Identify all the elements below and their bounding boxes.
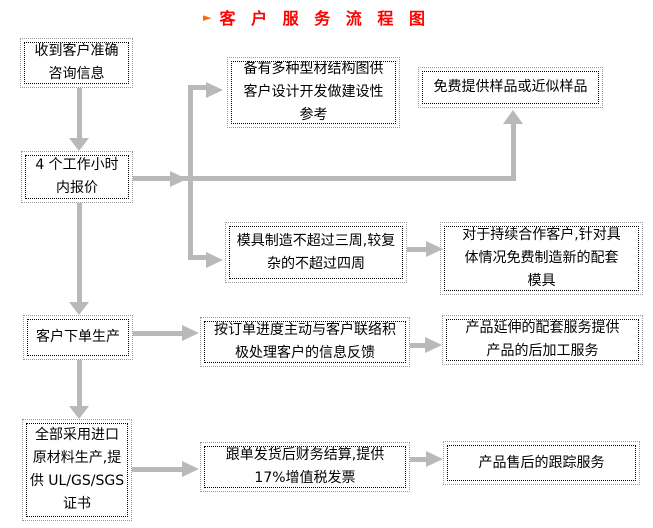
connector-materials-to-invoice-line <box>132 467 183 472</box>
flow-box-vat-invoice-label: 跟单发货后财务结算,提供 17%增值税发票 <box>204 446 406 488</box>
flow-box-free-samples: 免费提供样品或近似样品 <box>418 67 603 108</box>
arrow-right-to-vat-invoice <box>182 461 199 477</box>
flow-box-mold-lead-time-label: 模具制造不超过三周,较复 杂的不超过四周 <box>229 226 403 279</box>
connector-quote-to-order-line <box>77 203 82 302</box>
connector-branch-to-drawings-line <box>188 85 206 90</box>
connector-invoice-to-tracking-line <box>410 457 427 462</box>
arrow-right-to-order-feedback <box>182 325 199 341</box>
flow-box-profile-drawings: 备有多种型材结构图供 客户设计开发做建设性 参考 <box>227 57 400 128</box>
arrow-right-quote-junction <box>170 171 187 187</box>
connector-feedback-to-postprocessing-line <box>410 343 426 348</box>
connector-quote-main-line <box>133 176 516 181</box>
flow-box-receive-inquiry: 收到客户准确 咨询信息 <box>20 38 133 88</box>
flow-box-quote-4-hours-label: 4 个工作小时 内报价 <box>25 155 129 199</box>
connector-mold-to-newmolds-line <box>407 247 427 252</box>
arrow-right-to-profile-drawings <box>206 82 223 98</box>
flow-box-order-feedback-label: 按订单进度主动与客户联络积 极处理客户的信息反馈 <box>204 321 406 363</box>
flow-box-after-sales-tracking: 产品售后的跟踪服务 <box>443 441 640 485</box>
flow-box-free-new-molds: 对于持续合作客户,针对具 体情况免费制造新的配套 模具 <box>440 222 643 295</box>
flow-box-post-processing-label: 产品延伸的配套服务提供 产品的后加工服务 <box>446 319 639 361</box>
flow-box-profile-drawings-label: 备有多种型材结构图供 客户设计开发做建设性 参考 <box>231 61 396 124</box>
title-text: 客 户 服 务 流 程 图 <box>219 9 430 28</box>
arrow-right-to-after-sales-tracking <box>426 451 443 467</box>
connector-branch-vertical-line <box>188 85 193 260</box>
arrow-down-order-to-materials <box>69 406 89 419</box>
flow-box-order-feedback: 按订单进度主动与客户联络积 极处理客户的信息反馈 <box>200 317 410 367</box>
flow-box-customer-order: 客户下单生产 <box>23 315 133 360</box>
arrow-right-to-post-processing <box>425 337 442 353</box>
connector-branch-to-mold-line <box>188 255 206 260</box>
connector-up-to-samples-line <box>511 124 516 181</box>
flow-box-mold-lead-time: 模具制造不超过三周,较复 杂的不超过四周 <box>225 222 407 283</box>
flow-box-receive-inquiry-label: 收到客户准确 咨询信息 <box>24 42 129 84</box>
title-bullet-icon: ► <box>203 10 212 24</box>
flow-box-quote-4-hours: 4 个工作小时 内报价 <box>21 151 133 203</box>
flow-box-free-new-molds-label: 对于持续合作客户,针对具 体情况免费制造新的配套 模具 <box>444 226 639 291</box>
arrow-right-to-free-new-molds <box>426 241 443 257</box>
arrow-down-quote-to-order <box>69 302 89 315</box>
arrow-down-inquiry-to-quote <box>69 138 89 151</box>
arrow-right-to-mold-lead-time <box>206 252 223 268</box>
flow-box-vat-invoice: 跟单发货后财务结算,提供 17%增值税发票 <box>200 442 410 492</box>
flow-box-imported-materials-label: 全部采用进口 原材料生产,提 供 UL/GS/SGS 证书 <box>26 423 128 517</box>
flow-box-after-sales-tracking-label: 产品售后的跟踪服务 <box>447 445 636 481</box>
connector-order-to-materials-line <box>77 360 82 406</box>
flow-box-imported-materials: 全部采用进口 原材料生产,提 供 UL/GS/SGS 证书 <box>22 419 132 521</box>
flow-box-free-samples-label: 免费提供样品或近似样品 <box>422 71 599 104</box>
flow-box-customer-order-label: 客户下单生产 <box>27 319 129 356</box>
arrow-up-to-free-samples <box>503 110 523 124</box>
page-title: ► 客 户 服 务 流 程 图 <box>0 4 633 30</box>
flow-box-post-processing: 产品延伸的配套服务提供 产品的后加工服务 <box>442 315 643 365</box>
connector-order-to-feedback-line <box>133 331 183 336</box>
connector-inquiry-to-quote-line <box>77 88 82 138</box>
